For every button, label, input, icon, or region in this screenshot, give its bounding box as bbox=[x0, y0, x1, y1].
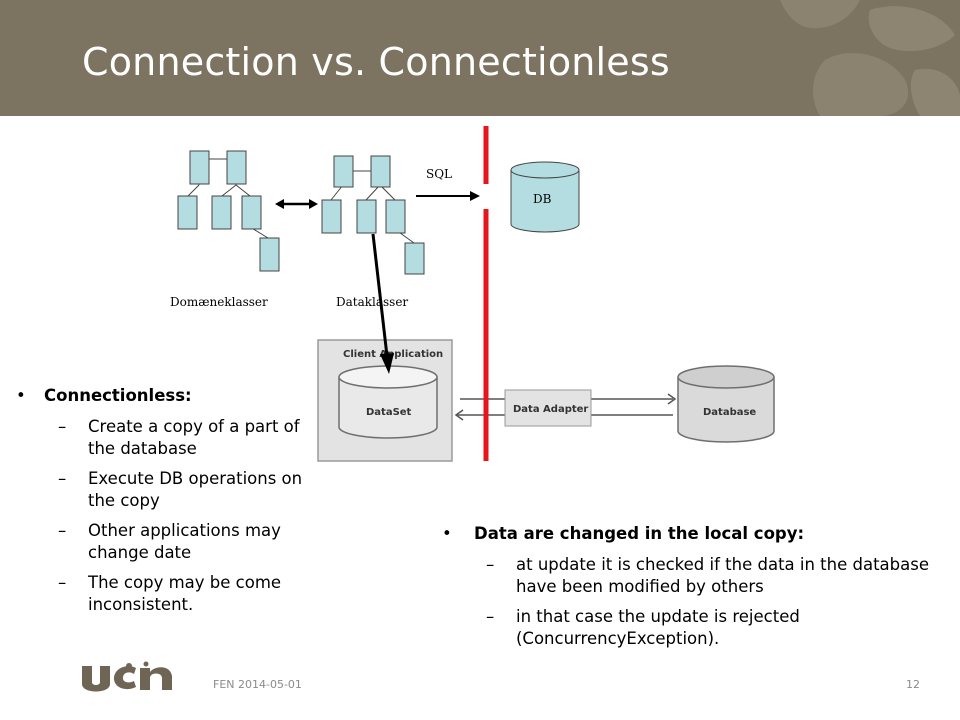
bullet-item: The copy may be come inconsistent. bbox=[14, 572, 324, 616]
data-adapter-label: Data Adapter bbox=[513, 404, 588, 415]
dataset-diagram: Client Application DataSet Data Adapter … bbox=[317, 339, 775, 462]
double-arrow bbox=[275, 199, 318, 209]
bullet-item: Create a copy of a part of the database bbox=[14, 416, 324, 460]
bullet-item: Other applications may change date bbox=[14, 520, 324, 564]
data-classes-label: Dataklasser bbox=[336, 295, 408, 309]
bullet-item: at update it is checked if the data in t… bbox=[440, 554, 940, 598]
mapping-arrow bbox=[371, 233, 394, 374]
slide-title: Connection vs. Connectionless bbox=[82, 40, 670, 84]
class-diagram: Domæneklasser Dataklasser bbox=[170, 150, 425, 309]
page-number: 12 bbox=[906, 678, 920, 691]
connectionless-bullets: Connectionless: Create a copy of a part … bbox=[14, 384, 324, 624]
footer-date: FEN 2014-05-01 bbox=[213, 678, 302, 691]
database-cylinder: Database bbox=[677, 365, 775, 443]
connectionless-heading: Connectionless: bbox=[14, 384, 324, 408]
local-copy-bullets: Data are changed in the local copy: at u… bbox=[440, 522, 940, 658]
domain-classes bbox=[177, 150, 280, 272]
database-label: Database bbox=[703, 407, 756, 418]
connection-boundary-line bbox=[483, 126, 489, 461]
bullet-item: Execute DB operations on the copy bbox=[14, 468, 324, 512]
data-adapter-box bbox=[504, 389, 592, 427]
dataset-label: DataSet bbox=[366, 407, 412, 418]
ucn-logo bbox=[82, 661, 172, 692]
slide-header: Connection vs. Connectionless bbox=[0, 0, 960, 116]
sql-label: SQL bbox=[426, 167, 452, 181]
db-cylinder: DB bbox=[510, 161, 580, 233]
db-label: DB bbox=[533, 192, 552, 206]
local-copy-heading: Data are changed in the local copy: bbox=[440, 522, 940, 546]
domain-classes-label: Domæneklasser bbox=[170, 295, 268, 309]
bullet-item: in that case the update is rejected (Con… bbox=[440, 606, 940, 650]
header-decoration bbox=[780, 0, 960, 116]
dataset-cylinder: DataSet bbox=[338, 365, 438, 439]
data-classes bbox=[321, 155, 425, 275]
sql-arrow: SQL bbox=[416, 167, 480, 201]
